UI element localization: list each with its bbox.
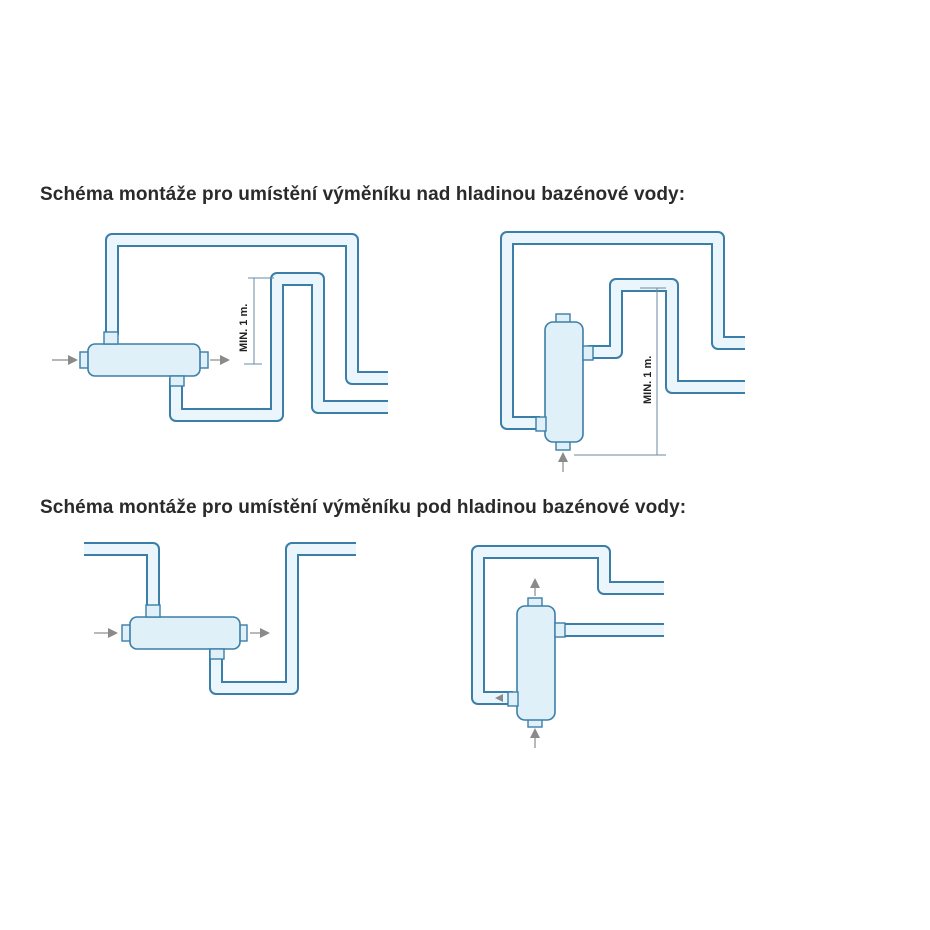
pipe-network xyxy=(105,233,388,422)
heat-exchanger xyxy=(507,597,566,728)
pipe-network xyxy=(500,231,745,430)
pipe-network xyxy=(84,542,356,695)
dimension-label: MIN. 1 m. xyxy=(642,356,654,404)
diagram-above-vertical: MIN. 1 m. xyxy=(500,231,745,472)
diagram-below-vertical xyxy=(471,545,664,748)
heading-below-water: Schéma montáže pro umístění výměníku pod… xyxy=(40,497,687,518)
flow-arrows xyxy=(495,578,540,748)
heat-exchanger xyxy=(535,313,594,451)
pipe-network xyxy=(471,545,664,705)
heat-exchanger xyxy=(121,604,248,660)
dimension-label: MIN. 1 m. xyxy=(238,304,250,352)
heading-above-water: Schéma montáže pro umístění výměníku nad… xyxy=(40,184,686,205)
flow-arrows xyxy=(52,355,230,365)
heat-exchanger xyxy=(79,331,209,387)
min-height-dimension: MIN. 1 m. xyxy=(238,277,274,365)
flow-arrows xyxy=(94,628,270,638)
flow-arrows xyxy=(558,452,568,472)
min-height-dimension: MIN. 1 m. xyxy=(574,287,666,456)
diagram-above-horizontal: MIN. 1 m. xyxy=(52,233,388,422)
diagram-below-horizontal xyxy=(84,542,356,695)
